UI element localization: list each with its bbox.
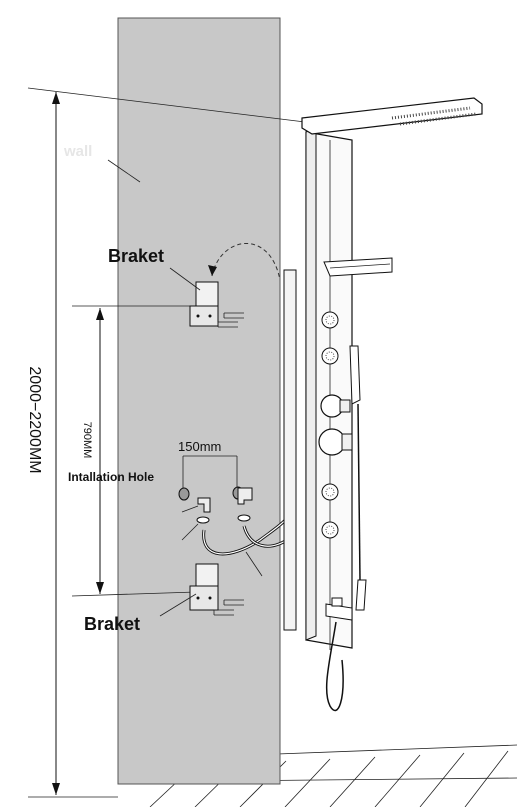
bottom-bracket xyxy=(189,563,219,611)
total-height-label: 2000−2200MM xyxy=(26,366,43,473)
top-bracket-leader xyxy=(169,267,201,291)
installation-hole-label: Intallation Hole xyxy=(68,470,154,484)
elbow-fittings xyxy=(181,487,253,541)
bracket-height-dimension xyxy=(71,305,197,597)
shower-panel xyxy=(283,97,483,712)
top-bracket-label: Braket xyxy=(108,246,164,266)
wall-label: wall xyxy=(63,143,92,160)
bracket-height-label: 790MM xyxy=(81,422,93,459)
bottom-bracket-label: Braket xyxy=(84,614,140,634)
left-installation-hole xyxy=(178,487,190,501)
top-bracket xyxy=(189,281,219,327)
bottom-bracket-leader xyxy=(159,593,197,617)
wall-leader-line xyxy=(107,159,141,183)
spacing-label: 150mm xyxy=(178,439,221,454)
top-bracket-screws xyxy=(217,312,244,328)
total-height-dimension xyxy=(27,87,306,798)
wall-panel xyxy=(117,17,281,785)
spacing-dimension xyxy=(182,455,238,488)
top-bracket-arc-arrow xyxy=(211,243,281,281)
bottom-bracket-screws xyxy=(213,599,244,616)
